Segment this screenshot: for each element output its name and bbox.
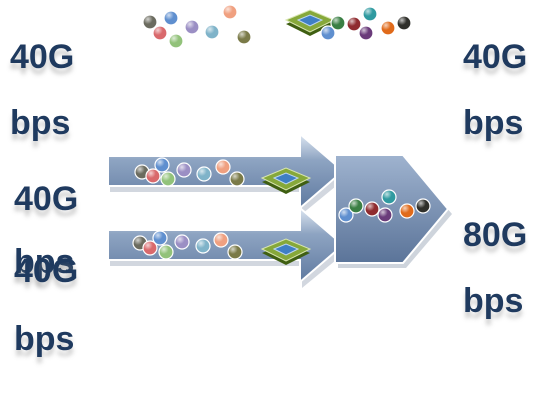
ball-highlight <box>196 239 210 253</box>
ball-highlight <box>135 165 149 179</box>
left-low-rate-unit: bps <box>14 320 75 358</box>
left-low-rate-value: 40G <box>14 252 79 290</box>
ball-highlight <box>397 16 411 30</box>
ball-highlight <box>363 7 377 21</box>
ball-highlight <box>161 172 175 186</box>
ball-highlight <box>175 235 189 249</box>
ball-highlight <box>214 233 228 247</box>
left-top-rate-unit: bps <box>10 104 71 142</box>
ball-highlight <box>365 202 379 216</box>
ball-highlight <box>153 26 167 40</box>
ball-highlight <box>177 163 191 177</box>
ball-highlight <box>197 167 211 181</box>
ball-highlight <box>146 169 160 183</box>
ball-highlight <box>400 204 414 218</box>
ball-highlight <box>205 25 219 39</box>
chip-icon <box>260 238 312 265</box>
ball-highlight <box>159 245 173 259</box>
ball-highlight <box>143 15 157 29</box>
ball-highlight <box>228 245 242 259</box>
ball-highlight <box>164 11 178 25</box>
right-bottom-rate-unit: bps <box>463 282 524 320</box>
ball-highlight <box>359 26 373 40</box>
ball-highlight <box>216 160 230 174</box>
left-top-rate-value: 40G <box>10 38 75 76</box>
ball-shine-layer <box>133 5 430 259</box>
ball-highlight <box>237 30 251 44</box>
ball-highlight <box>349 199 363 213</box>
right-top-rate-value: 40G <box>463 38 528 76</box>
left-mid-rate-unit: bps <box>14 243 75 281</box>
ball-highlight <box>381 21 395 35</box>
ball-highlight <box>169 34 183 48</box>
ball-highlight <box>347 17 361 31</box>
right-top-rate-unit: bps <box>463 104 524 142</box>
ball-highlight <box>321 26 335 40</box>
ball-highlight <box>143 241 157 255</box>
ball-highlight <box>382 190 396 204</box>
right-bottom-rate-value: 80G <box>463 216 528 254</box>
chip-icon <box>260 167 312 194</box>
ball-highlight <box>416 199 430 213</box>
ball-highlight <box>339 208 353 222</box>
ball-highlight <box>185 20 199 34</box>
ball-highlight <box>378 208 392 222</box>
ball-highlight <box>223 5 237 19</box>
ball-highlight <box>153 231 167 245</box>
output-arrow <box>334 154 452 268</box>
ball-highlight <box>230 172 244 186</box>
ball-highlight <box>331 16 345 30</box>
ball-highlight <box>155 158 169 172</box>
left-mid-rate-value: 40G <box>14 180 79 218</box>
